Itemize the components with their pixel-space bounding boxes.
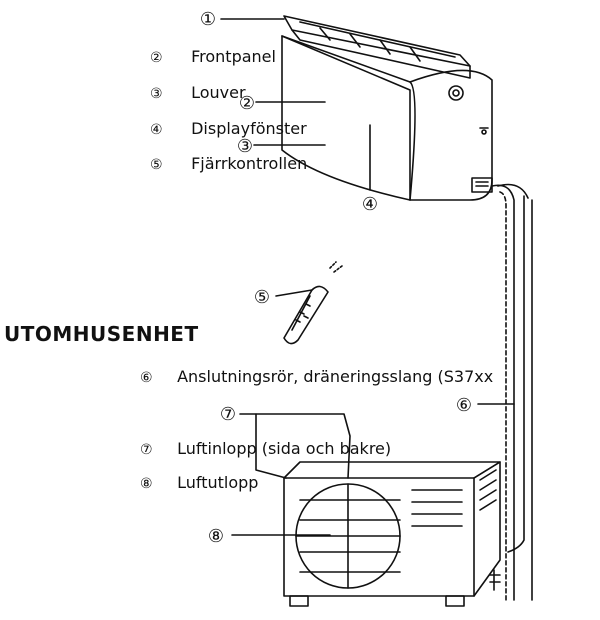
label-text: Louver	[191, 83, 246, 102]
label-number: ②	[150, 50, 163, 66]
label-number: ⑦	[140, 442, 153, 458]
piping-illustration	[489, 183, 533, 601]
callout-1: ①	[200, 9, 216, 30]
label-text: Frontpanel	[191, 47, 276, 66]
label-text: Luftinlopp (sida och bakre)	[177, 439, 392, 458]
callout-6: ⑥	[456, 395, 472, 416]
label-text: Anslutningsrör, dräneringsslang (S37xx	[177, 367, 494, 386]
callout-3: ③	[237, 136, 253, 157]
callout-8: ⑧	[208, 526, 224, 547]
label-number: ③	[150, 86, 163, 102]
label-frontpanel: ② Frontpanel	[150, 48, 276, 67]
label-luftinlopp: ⑦ Luftinlopp (sida och bakre)	[140, 440, 391, 459]
remote-control-illustration	[283, 261, 343, 345]
label-number: ⑥	[140, 370, 153, 386]
label-displayfonster: ④ Displayfönster	[150, 120, 307, 139]
label-number: ④	[150, 122, 163, 138]
callout-5: ⑤	[254, 287, 270, 308]
callout-7: ⑦	[220, 404, 236, 425]
outdoor-unit-heading: UTOMHUSENHET	[4, 322, 199, 346]
label-fjarrkontrollen: ⑤ Fjärrkontrollen	[150, 155, 307, 174]
indoor-unit-illustration	[281, 15, 493, 201]
label-number: ⑤	[150, 157, 163, 173]
label-anslutningsror: ⑥ Anslutningsrör, dräneringsslang (S37xx	[140, 368, 493, 387]
callout-2: ②	[239, 93, 255, 114]
label-text: Fjärrkontrollen	[191, 154, 308, 173]
callout-4: ④	[362, 194, 378, 215]
leader-lines	[220, 18, 515, 536]
label-number: ⑧	[140, 476, 153, 492]
label-louver: ③ Louver	[150, 84, 246, 103]
outdoor-unit-illustration	[283, 461, 501, 607]
label-text: Displayfönster	[191, 119, 307, 138]
label-text: Luftutlopp	[177, 473, 259, 492]
label-luftutlopp: ⑧ Luftutlopp	[140, 474, 258, 493]
